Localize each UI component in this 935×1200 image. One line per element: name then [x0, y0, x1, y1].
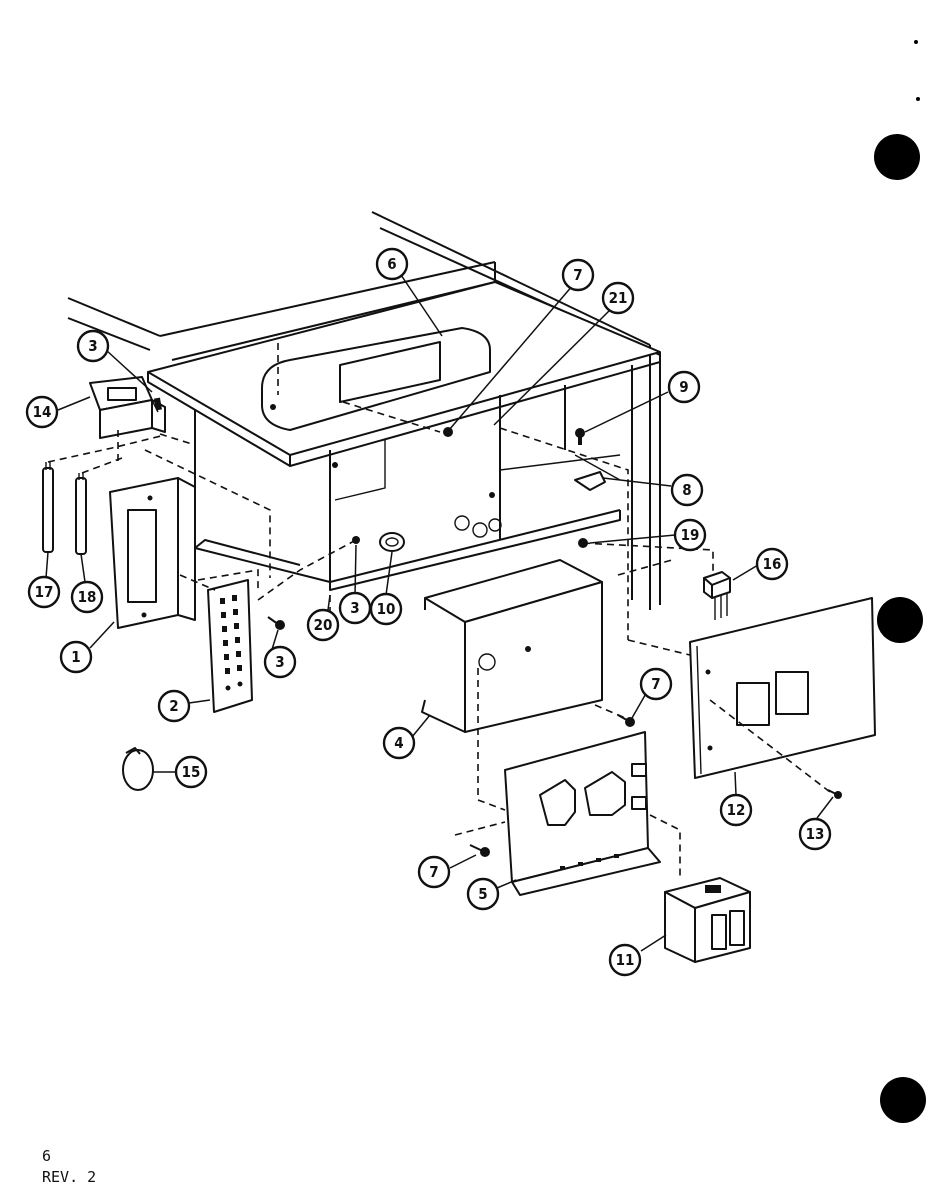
- callout-label: 21: [609, 289, 628, 307]
- callout-15: 15: [174, 755, 208, 789]
- limit-switch: [703, 571, 731, 620]
- callout-label: 6: [387, 255, 396, 273]
- callout-label: 20: [314, 616, 333, 634]
- side-access-panel: [689, 597, 876, 779]
- callout-label: 17: [35, 583, 54, 601]
- terminal-strip: [207, 579, 253, 713]
- heater-elements: [42, 462, 87, 555]
- grommet: [379, 532, 405, 552]
- callout-label: 15: [182, 763, 201, 781]
- callout-label: 10: [377, 600, 396, 618]
- callout-16: 16: [755, 547, 789, 581]
- callout-12: 12: [719, 793, 753, 827]
- contactor-plate: [504, 731, 661, 896]
- screws: [154, 397, 842, 857]
- callout-10: 10: [369, 592, 403, 626]
- speck: [916, 97, 920, 101]
- binder-hole-bottom: [880, 1077, 926, 1123]
- speck: [914, 40, 918, 44]
- page-number: 6: [42, 1147, 52, 1165]
- wire-tie: [122, 747, 154, 791]
- callout-label: 11: [616, 951, 635, 969]
- callout-label: 16: [763, 555, 782, 573]
- callout-label: 3: [88, 337, 97, 355]
- callout-3-strip: 3: [263, 645, 297, 679]
- callout-label: 9: [679, 378, 688, 396]
- callout-label: 2: [169, 697, 178, 715]
- callout-label: 3: [350, 599, 359, 617]
- callout-1: 1: [59, 640, 93, 674]
- binder-holes: [874, 40, 926, 1123]
- revision-label: REV. 2: [42, 1168, 97, 1186]
- callout-7-box: 7: [639, 667, 673, 701]
- callout-8: 8: [670, 473, 704, 507]
- circuit-breaker: [664, 877, 751, 963]
- callout-14: 14: [25, 395, 59, 429]
- callouts: 1 2 3 3 3 4 5 6 7 7 7 8 9 10 11 12 13 14…: [25, 247, 832, 977]
- callout-17: 17: [27, 575, 61, 609]
- callout-18: 18: [70, 580, 104, 614]
- callout-label: 1: [71, 648, 80, 666]
- callout-2: 2: [157, 689, 191, 723]
- callout-label: 8: [682, 481, 691, 499]
- leader-lines: [45, 271, 834, 952]
- callout-label: 14: [33, 403, 52, 421]
- callout-11: 11: [608, 943, 642, 977]
- callout-label: 12: [727, 801, 746, 819]
- callout-label: 7: [429, 863, 438, 881]
- binder-hole-top: [874, 134, 920, 180]
- callout-label: 7: [573, 266, 582, 284]
- relay-bracket: [89, 376, 166, 439]
- callout-label: 19: [681, 526, 700, 544]
- access-cover: [109, 477, 196, 629]
- blower-housing: [261, 327, 491, 431]
- control-box: [421, 559, 603, 733]
- callout-20: 20: [306, 608, 340, 642]
- callout-label: 3: [275, 653, 284, 671]
- unit-outline: [67, 211, 661, 610]
- callout-label: 18: [78, 588, 97, 606]
- callout-6: 6: [375, 247, 409, 281]
- callout-5: 5: [466, 877, 500, 911]
- callout-9: 9: [667, 370, 701, 404]
- callout-3-floor: 3: [338, 591, 372, 625]
- callout-label: 4: [394, 734, 403, 752]
- callout-7-plate: 7: [417, 855, 451, 889]
- callout-19: 19: [673, 518, 707, 552]
- binder-hole-middle: [877, 597, 923, 643]
- callout-7-top: 7: [561, 258, 595, 292]
- callout-label: 5: [478, 885, 487, 903]
- callout-4: 4: [382, 726, 416, 760]
- callout-3-top: 3: [76, 329, 110, 363]
- callout-13: 13: [798, 817, 832, 851]
- assembly-lines: [47, 343, 831, 880]
- callout-21: 21: [601, 281, 635, 315]
- callout-label: 13: [806, 825, 825, 843]
- callout-label: 7: [651, 675, 660, 693]
